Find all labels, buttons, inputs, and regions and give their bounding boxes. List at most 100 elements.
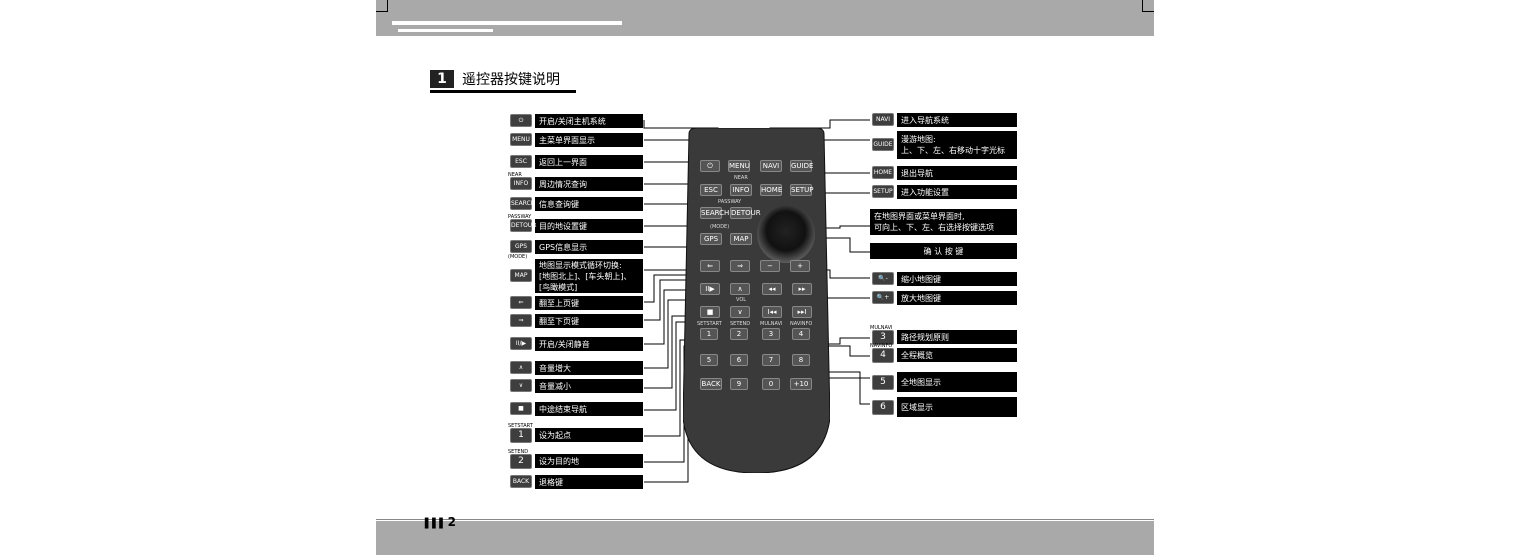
crop-mark xyxy=(1142,0,1154,12)
left-label-text: 周边情况查询 xyxy=(539,179,587,189)
right-key-icon: GUIDE xyxy=(872,138,894,151)
remote-button[interactable]: NAVI xyxy=(760,160,782,172)
remote-button[interactable]: 8 xyxy=(792,354,810,366)
left-label-text: 音量减小 xyxy=(539,381,571,391)
stop-button[interactable]: ■ xyxy=(700,306,720,318)
right-label-3: 进入功能设置 xyxy=(897,185,1017,199)
page-up-button[interactable]: ⇐ xyxy=(700,260,720,272)
forward-button[interactable]: ▸▸ xyxy=(792,283,812,295)
remote-button[interactable]: HOME xyxy=(760,184,783,196)
next-button[interactable]: ▸▸I xyxy=(792,306,812,318)
remote-text: VOL xyxy=(736,297,747,303)
remote-button[interactable]: MENU xyxy=(728,160,750,172)
right-key-icon: 6 xyxy=(872,400,894,415)
remote-button[interactable]: 5 xyxy=(700,354,718,366)
left-label-text: 设为目的地 xyxy=(539,456,579,466)
remote-button[interactable]: 7 xyxy=(762,354,780,366)
left-key-icon: ∨ xyxy=(510,379,532,392)
section-heading: 1 遥控器按键说明 xyxy=(430,69,560,89)
power-button[interactable]: ⏻ xyxy=(700,160,720,172)
left-key-icon: ⇒ xyxy=(510,314,532,327)
left-key-icon: INFO xyxy=(510,177,532,190)
remote-button[interactable]: GPS xyxy=(700,233,722,245)
left-label-text: 信息查询键 xyxy=(539,199,579,209)
left-key-icon: ⇐ xyxy=(510,296,532,309)
crop-mark xyxy=(376,0,388,12)
right-label-text: 退出导航 xyxy=(901,168,933,178)
footer-bar xyxy=(376,521,1154,555)
page-number-text: 2 xyxy=(447,515,457,529)
remote-button[interactable]: BACK xyxy=(700,378,722,390)
remote-text: (MODE) xyxy=(710,224,730,230)
left-label-text: 返回上一界面 xyxy=(539,157,587,167)
left-key-sublabel: SETSTART xyxy=(508,423,533,429)
remote-button[interactable]: +10 xyxy=(790,378,812,390)
right-key-icon: 4 xyxy=(872,348,894,363)
remote-button[interactable]: 4 xyxy=(792,328,810,340)
mute-button[interactable]: II▶ xyxy=(700,283,720,295)
left-label-text: 音量增大 xyxy=(539,363,571,373)
left-key-icon: DETOUR xyxy=(510,219,536,232)
joystick[interactable] xyxy=(757,205,815,263)
right-key-icon: HOME xyxy=(872,166,894,179)
prev-button[interactable]: I◂◂ xyxy=(762,306,782,318)
remote-button[interactable]: INFO xyxy=(730,184,752,196)
remote-text: SETSTART xyxy=(697,321,722,327)
remote-button[interactable]: GUIDE xyxy=(790,160,814,172)
remote-button[interactable]: 9 xyxy=(730,378,748,390)
vol-down-button[interactable]: ∨ xyxy=(730,306,750,318)
remote-button[interactable]: 0 xyxy=(762,378,780,390)
left-key-sublabel: PASSWAY xyxy=(508,214,532,220)
left-label-8: 翻至上页键 xyxy=(535,296,643,310)
remote-body xyxy=(682,127,831,474)
zoom-in-button[interactable]: + xyxy=(790,260,810,272)
left-label-text: 地图显示模式循环切换: [地图北上]、[车头朝上]、 [鸟瞰模式] xyxy=(539,260,632,292)
remote-button[interactable]: SEARCH xyxy=(700,207,730,219)
right-label-text: 全地图显示 xyxy=(901,377,941,387)
remote-button[interactable]: 3 xyxy=(762,328,780,340)
remote-button[interactable]: 2 xyxy=(730,328,748,340)
left-label-0: 开启/关闭主机系统 xyxy=(535,114,643,128)
left-label-text: 主菜单界面显示 xyxy=(539,135,595,145)
right-key-icon: 🔍+ xyxy=(872,291,894,304)
remote-button[interactable]: SETUP xyxy=(790,184,814,196)
left-label-16: 退格键 xyxy=(535,475,643,489)
left-label-text: 翻至下页键 xyxy=(539,316,579,326)
left-label-4: 信息查询键 xyxy=(535,197,643,211)
left-label-text: 设为起点 xyxy=(539,430,571,440)
left-label-text: 目的地设置键 xyxy=(539,221,587,231)
remote-text: NEAR xyxy=(734,175,748,181)
right-label-5: 确 认 按 键 xyxy=(870,243,1017,259)
remote-text: MULNAVI xyxy=(760,321,783,327)
right-label-8: 路径规划原则 xyxy=(897,330,1017,344)
left-key-icon: ∧ xyxy=(510,361,532,374)
remote-button[interactable]: ESC xyxy=(700,184,722,196)
remote-control xyxy=(682,127,831,474)
zoom-out-button[interactable]: − xyxy=(760,260,780,272)
remote-button[interactable]: DETOUR xyxy=(730,207,761,219)
right-label-text: 缩小地图键 xyxy=(901,274,941,284)
right-label-text: 路径规划原则 xyxy=(901,332,949,342)
left-key-icon: 2 xyxy=(510,454,532,469)
left-key-icon: BACK xyxy=(510,475,532,488)
right-key-icon: 3 xyxy=(872,330,894,345)
left-key-sublabel: (MODE) xyxy=(508,254,528,260)
remote-button[interactable]: 1 xyxy=(700,328,718,340)
right-label-10: 全地图显示 xyxy=(897,372,1017,392)
remote-button[interactable]: MAP xyxy=(730,233,752,245)
left-label-14: 设为起点 xyxy=(535,428,643,442)
vol-up-button[interactable]: ∧ xyxy=(730,283,750,295)
right-label-7: 放大地图键 xyxy=(897,291,1017,305)
page-down-button[interactable]: ⇒ xyxy=(730,260,750,272)
left-label-text: 开启/关闭静音 xyxy=(539,339,590,349)
left-label-text: 开启/关闭主机系统 xyxy=(539,116,606,126)
remote-button[interactable]: 6 xyxy=(730,354,748,366)
left-label-3: 周边情况查询 xyxy=(535,177,643,191)
right-label-text: 确 认 按 键 xyxy=(923,246,964,256)
left-label-2: 返回上一界面 xyxy=(535,155,643,169)
rewind-button[interactable]: ◂◂ xyxy=(762,283,782,295)
right-key-icon: SETUP xyxy=(872,185,894,198)
left-label-10: 开启/关闭静音 xyxy=(535,337,643,351)
right-label-text: 进入功能设置 xyxy=(901,187,949,197)
